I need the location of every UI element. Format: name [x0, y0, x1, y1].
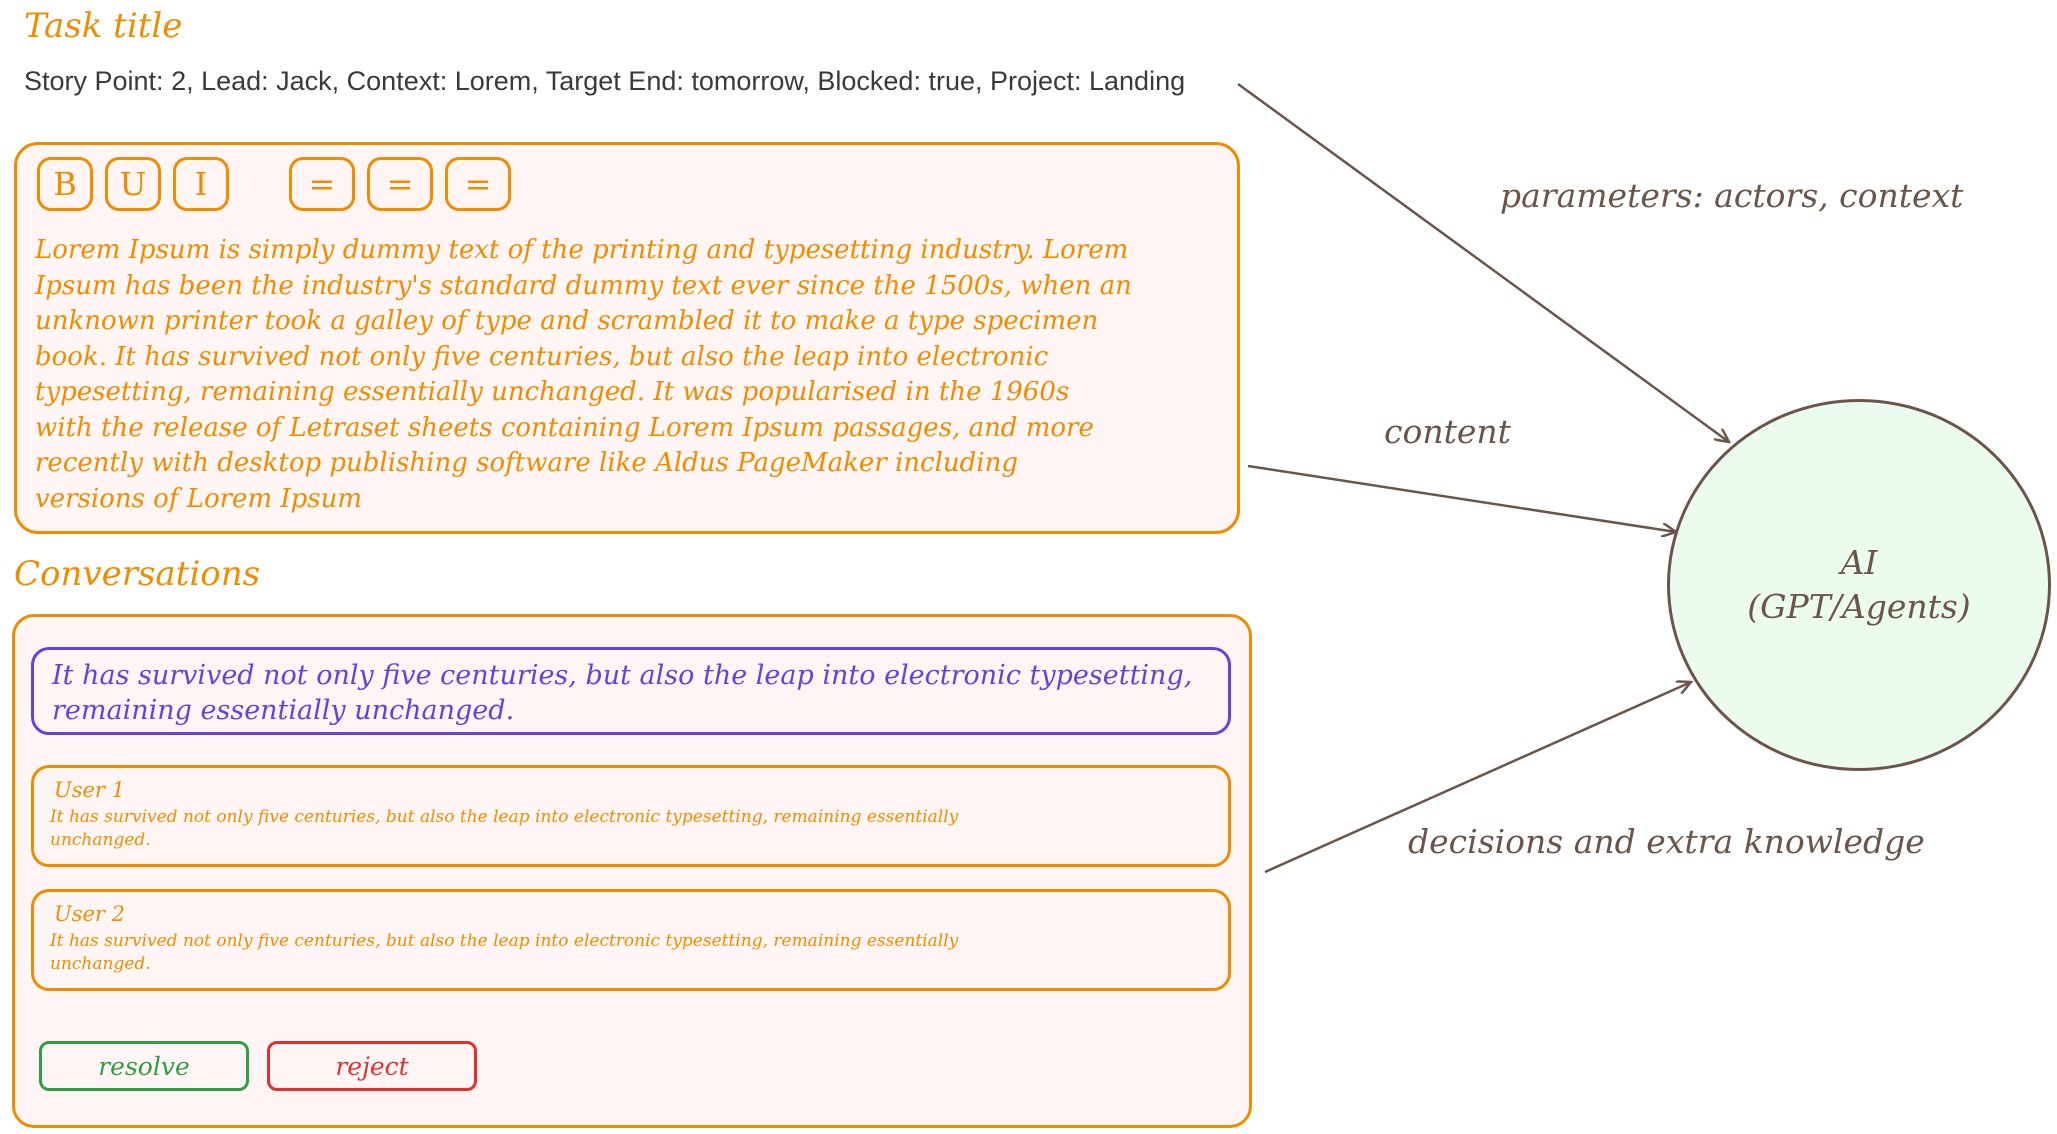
comment-user: User 2	[54, 902, 125, 926]
parameters-arrow	[1237, 82, 1729, 442]
parameters-label: parameters: actors, context	[1500, 176, 1964, 215]
align-center-button[interactable]: =	[367, 157, 433, 211]
italic-button[interactable]: I	[173, 157, 229, 211]
bold-button[interactable]: B	[37, 157, 93, 211]
conversations-panel: It has survived not only five centuries,…	[12, 614, 1252, 1128]
comment-item[interactable]: User 1 It has survived not only five cen…	[31, 765, 1231, 867]
toolbar-spacer	[241, 157, 277, 211]
content-arrow	[1247, 464, 1676, 532]
task-title: Task title	[24, 6, 183, 46]
align-left-button[interactable]: =	[289, 157, 355, 211]
quoted-selection-text: It has survived not only five centuries,…	[52, 660, 1193, 726]
reject-button[interactable]: reject	[267, 1041, 477, 1091]
quoted-selection[interactable]: It has survived not only five centuries,…	[31, 647, 1231, 735]
ai-node-subtitle: (GPT/Agents)	[1747, 587, 1971, 626]
comment-user: User 1	[54, 778, 125, 802]
comment-text: It has survived not only five centuries,…	[50, 807, 959, 850]
align-right-button[interactable]: =	[445, 157, 511, 211]
comment-text: It has survived not only five centuries,…	[50, 931, 959, 974]
underline-button[interactable]: U	[105, 157, 161, 211]
resolve-button[interactable]: resolve	[39, 1041, 249, 1091]
ai-node-title: AI	[1840, 543, 1878, 582]
content-editor[interactable]: B U I = = = Lorem Ipsum is simply dummy …	[14, 142, 1240, 534]
editor-toolbar: B U I = = =	[37, 157, 511, 211]
task-meta: Story Point: 2, Lead: Jack, Context: Lor…	[24, 66, 1186, 96]
ai-node: AI (GPT/Agents)	[1667, 399, 2051, 771]
editor-body-text[interactable]: Lorem Ipsum is simply dummy text of the …	[35, 235, 1132, 514]
conversations-title: Conversations	[14, 554, 261, 594]
decisions-arrow	[1264, 682, 1691, 874]
decisions-label: decisions and extra knowledge	[1408, 822, 1925, 861]
comment-item[interactable]: User 2 It has survived not only five cen…	[31, 889, 1231, 991]
content-label: content	[1384, 412, 1511, 451]
